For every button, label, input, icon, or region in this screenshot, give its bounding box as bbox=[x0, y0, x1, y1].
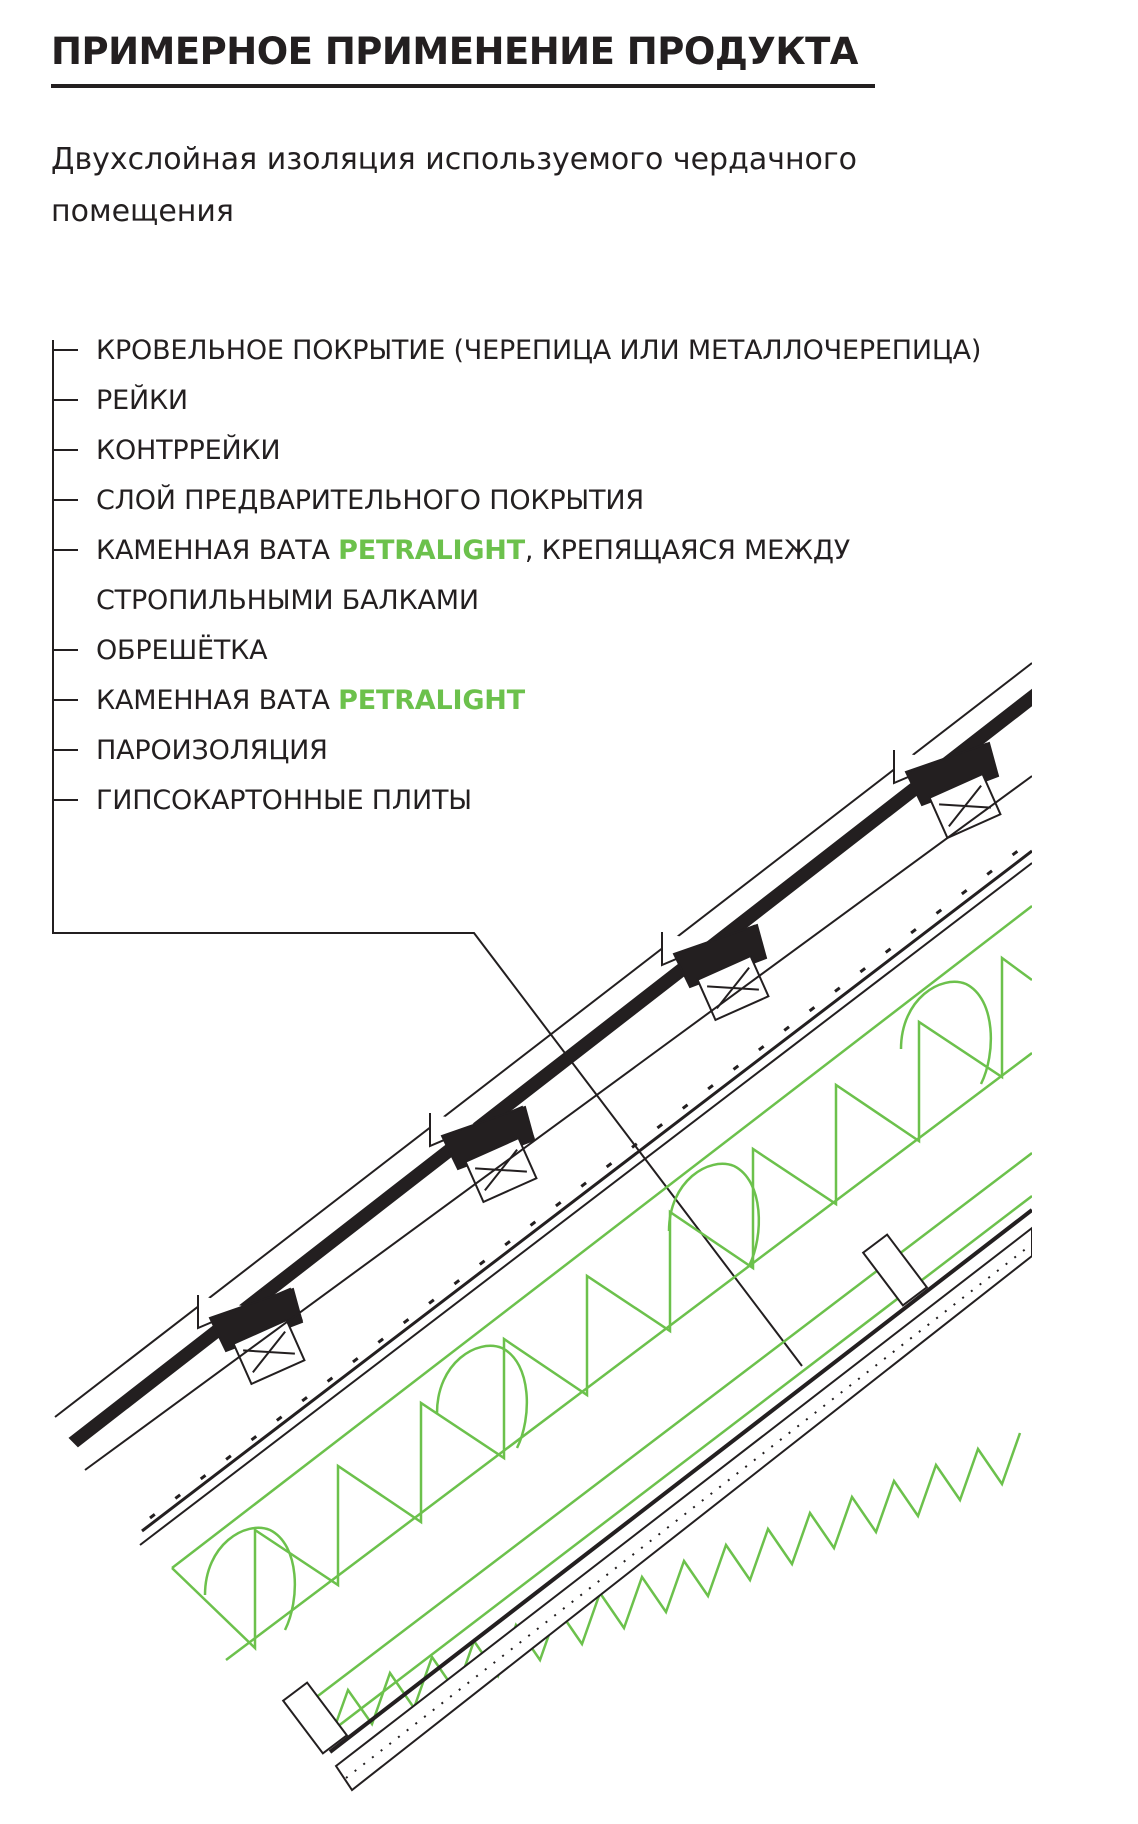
lathing-battens bbox=[281, 1233, 929, 1755]
underlay-membrane bbox=[141, 849, 1032, 1533]
tile-hook-2 bbox=[440, 1105, 536, 1171]
insulation-loop-1 bbox=[203, 1526, 297, 1631]
insulation-bottom-edge bbox=[225, 1052, 1032, 1661]
vapour-barrier bbox=[328, 1208, 1032, 1754]
insulation-zigzag bbox=[171, 955, 1032, 1651]
tile-step-1 bbox=[197, 1287, 303, 1330]
plasterboard bbox=[334, 1226, 1032, 1792]
title-underline bbox=[51, 84, 875, 88]
tile-step-3 bbox=[661, 924, 767, 967]
insulation-lathing-layer bbox=[304, 1152, 1032, 1743]
brand-name: PETRALIGHT bbox=[338, 685, 525, 716]
tile-hook-3 bbox=[672, 923, 768, 989]
vapour-barrier-and-plasterboard bbox=[328, 1208, 1032, 1792]
layer-label-second-insulation: КАМЕННАЯ ВАТА PETRALIGHT bbox=[96, 685, 525, 716]
lathing-batten-1 bbox=[281, 1681, 349, 1755]
layer-legend: КРОВЕЛЬНОЕ ПОКРЫТИЕ (ЧЕРЕПИЦА ИЛИ МЕТАЛЛ… bbox=[96, 326, 981, 826]
layer-label-rafter-insulation: КАМЕННАЯ ВАТА PETRALIGHT, КРЕПЯЩАЯСЯ МЕЖ… bbox=[96, 535, 851, 566]
page-title: ПРИМЕРНОЕ ПРИМЕНЕНИЕ ПРОДУКТА bbox=[51, 30, 858, 73]
layer-label-plasterboard: ГИПСОКАРТОННЫЕ ПЛИТЫ bbox=[96, 785, 472, 816]
layer-label-counter-battens: КОНТРРЕЙКИ bbox=[96, 435, 281, 466]
insulation-loop-2 bbox=[435, 1344, 529, 1449]
tile-step-2 bbox=[429, 1105, 535, 1148]
layer-label-vapour-barrier: ПАРОИЗОЛЯЦИЯ bbox=[96, 735, 328, 766]
batten-2 bbox=[464, 1136, 538, 1204]
insulation-loop-4 bbox=[899, 980, 993, 1085]
battens bbox=[232, 772, 1002, 1386]
counter-battens-and-underlay bbox=[84, 775, 1032, 1546]
plasterboard-texture bbox=[345, 1243, 1032, 1779]
underlay-bottom-line bbox=[139, 862, 1032, 1546]
layer-label-lathing: ОБРЕШЁТКА bbox=[96, 635, 268, 666]
insulation-loop-3 bbox=[667, 1162, 761, 1267]
lathing-layer-bottom bbox=[319, 1195, 1032, 1741]
layer-label-roofing: КРОВЕЛЬНОЕ ПОКРЫТИЕ (ЧЕРЕПИЦА ИЛИ МЕТАЛЛ… bbox=[96, 335, 982, 366]
tile-hook-1 bbox=[208, 1287, 304, 1353]
batten-1 bbox=[232, 1318, 306, 1386]
underlay-dashes bbox=[149, 838, 1032, 1520]
insulation-between-rafters bbox=[171, 905, 1032, 1661]
page-subtitle: Двухслойная изоляция используемого черда… bbox=[51, 142, 858, 229]
lathing-layer-top bbox=[305, 1152, 1032, 1706]
batten-3 bbox=[696, 954, 770, 1022]
lathing-batten-2 bbox=[861, 1233, 929, 1307]
insulation-top-edge bbox=[171, 905, 1032, 1569]
brand-name: PETRALIGHT bbox=[338, 535, 525, 566]
counter-batten-top-line bbox=[84, 775, 1032, 1471]
layer-label-rafter-insulation-cont: СТРОПИЛЬНЫМИ БАЛКАМИ bbox=[96, 585, 479, 616]
layer-label-battens: РЕЙКИ bbox=[96, 385, 188, 416]
layer-label-underlay: СЛОЙ ПРЕДВАРИТЕЛЬНОГО ПОКРЫТИЯ bbox=[96, 485, 644, 516]
lathing-layer-zigzag bbox=[304, 1432, 1022, 1743]
